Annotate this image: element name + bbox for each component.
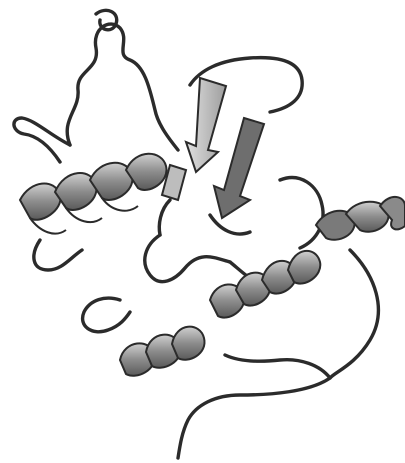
- coil-right-bottom: [330, 250, 378, 378]
- beta-strand-2: [214, 118, 264, 218]
- coil-top-left: [67, 24, 178, 150]
- coil-right: [280, 178, 323, 248]
- coil-center: [210, 215, 250, 234]
- helix-bottom-left: [120, 327, 205, 376]
- coil-top-knot: [96, 10, 117, 29]
- coil-bottom-tail: [178, 355, 330, 458]
- coil-lower-left: [34, 240, 82, 270]
- coil-left-loop: [14, 118, 70, 162]
- coil-lower-middle: [83, 298, 130, 332]
- coil-helix-link: [159, 200, 170, 235]
- coil-middle: [145, 235, 230, 282]
- helix-left: [20, 154, 166, 234]
- helix-right: [316, 197, 405, 240]
- beta-strand-1: [186, 78, 226, 172]
